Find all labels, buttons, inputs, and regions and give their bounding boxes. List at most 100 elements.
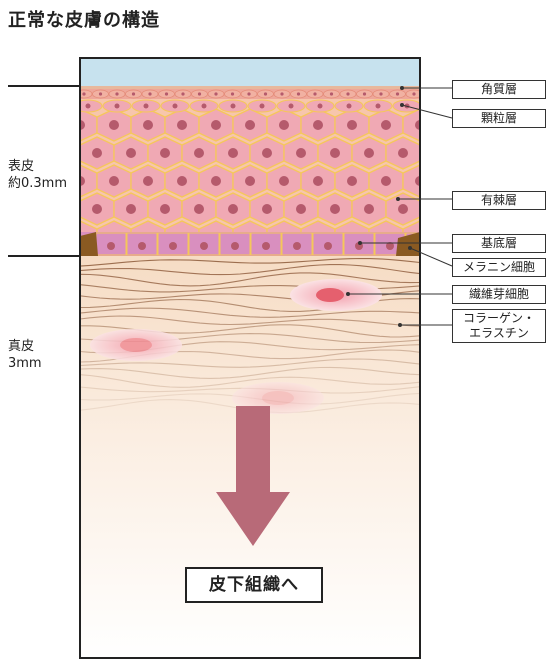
cell-nucleus (262, 204, 272, 214)
down-arrow (216, 406, 290, 546)
cell-nucleus (160, 148, 170, 158)
cell-nucleus (109, 120, 119, 130)
epidermis-thickness: 約0.3mm (8, 176, 68, 191)
cell-nucleus (347, 120, 357, 130)
dermis-label: 真皮 (8, 339, 35, 354)
cell-nucleus (364, 148, 374, 158)
callout-collagen-line1: コラーゲン・ (462, 311, 535, 325)
granular-cell (80, 99, 103, 113)
spinous-cell (419, 144, 420, 162)
callout-stratum-basale: 基底層 (452, 234, 546, 253)
cell-nucleus (41, 120, 51, 130)
callout-fibroblast: 繊維芽細胞 (452, 285, 546, 304)
cell-nucleus (398, 204, 408, 214)
granular-cell (80, 89, 93, 99)
cell-nucleus (80, 176, 85, 186)
cell-nucleus (160, 204, 170, 214)
cell-nucleus (330, 148, 340, 158)
cell-nucleus (211, 176, 221, 186)
collagen-fiber (80, 257, 420, 267)
cell-nucleus (177, 176, 187, 186)
cell-nucleus (415, 120, 420, 130)
cell-nucleus (296, 204, 306, 214)
cell-nucleus (381, 120, 391, 130)
cell-nucleus (138, 242, 146, 250)
callout-collagen-elastin: コラーゲン・ エラスチン (452, 309, 546, 343)
callout-stratum-corneum: 角質層 (452, 80, 546, 99)
cell-nucleus (466, 148, 476, 158)
cell-nucleus (211, 120, 221, 130)
cell-nucleus (92, 204, 102, 214)
cell-nucleus (107, 242, 115, 250)
cell-nucleus (324, 242, 332, 250)
collagen-fiber (80, 264, 420, 276)
collagen-fiber (80, 307, 420, 318)
cell-nucleus (177, 120, 187, 130)
cell-nucleus (347, 176, 357, 186)
cell-nucleus (279, 120, 289, 130)
melanocyte (80, 232, 98, 256)
dermis-thickness: 3mm (8, 356, 42, 371)
cell-nucleus (194, 148, 204, 158)
cell-nucleus (169, 242, 177, 250)
stratum-corneum-base (80, 86, 420, 89)
spinous-cell (419, 200, 420, 218)
cell-nucleus (194, 204, 204, 214)
collagen-fiber (80, 315, 420, 327)
cell-nucleus (231, 242, 239, 250)
cell-nucleus (415, 176, 420, 186)
cell-nucleus (262, 148, 272, 158)
spinous-cell (80, 200, 81, 218)
cell-nucleus (364, 204, 374, 214)
callout-stratum-spinosum: 有棘層 (452, 191, 546, 210)
spinous-cell (454, 137, 488, 169)
cell-nucleus (228, 204, 238, 214)
cell-nucleus (279, 176, 289, 186)
fibroblast-cell-1 (290, 279, 382, 311)
collagen-fiber (80, 374, 420, 388)
spinous-cell (402, 108, 420, 142)
basal-cells (80, 232, 420, 256)
cell-nucleus (262, 242, 270, 250)
cell-nucleus (143, 120, 153, 130)
cell-nucleus (126, 148, 136, 158)
cell-nucleus (330, 204, 340, 214)
cell-nucleus (398, 148, 408, 158)
cell-nucleus (92, 148, 102, 158)
cell-nucleus (313, 176, 323, 186)
cell-nucleus (126, 204, 136, 214)
cell-nucleus (432, 204, 442, 214)
cell-nucleus (313, 120, 323, 130)
leader-melanocyte (409, 247, 453, 267)
diagram-frame (79, 57, 421, 659)
cell-nucleus (432, 148, 442, 158)
collagen-fiber (80, 272, 420, 287)
cell-nucleus (143, 176, 153, 186)
cell-nucleus (296, 148, 306, 158)
callout-collagen-line2: エラスチン (469, 326, 529, 340)
epidermis-label: 表皮 (8, 159, 35, 174)
callout-melanocyte: メラニン細胞 (452, 258, 546, 277)
cell-nucleus (200, 242, 208, 250)
cell-nucleus (58, 204, 68, 214)
stratum-granulosum (80, 89, 420, 113)
cell-nucleus (228, 148, 238, 158)
fibroblast-cell-2 (90, 329, 182, 361)
cell-nucleus (449, 176, 459, 186)
stratum-corneum (80, 58, 420, 87)
to-subcutaneous-label: 皮下組織へ (185, 567, 323, 603)
cell-nucleus (381, 176, 391, 186)
cell-nucleus (80, 120, 85, 130)
spinous-cell (29, 221, 63, 253)
collagen-fiber (80, 366, 420, 379)
cell-nucleus (245, 120, 255, 130)
page-title: 正常な皮膚の構造 (8, 10, 160, 31)
collagen-fiber (80, 358, 420, 368)
leader-granulosum (401, 104, 453, 119)
cell-nucleus (58, 148, 68, 158)
cell-nucleus (293, 242, 301, 250)
spinous-cell (402, 164, 420, 198)
cell-nucleus (245, 176, 255, 186)
cell-nucleus (41, 232, 51, 242)
